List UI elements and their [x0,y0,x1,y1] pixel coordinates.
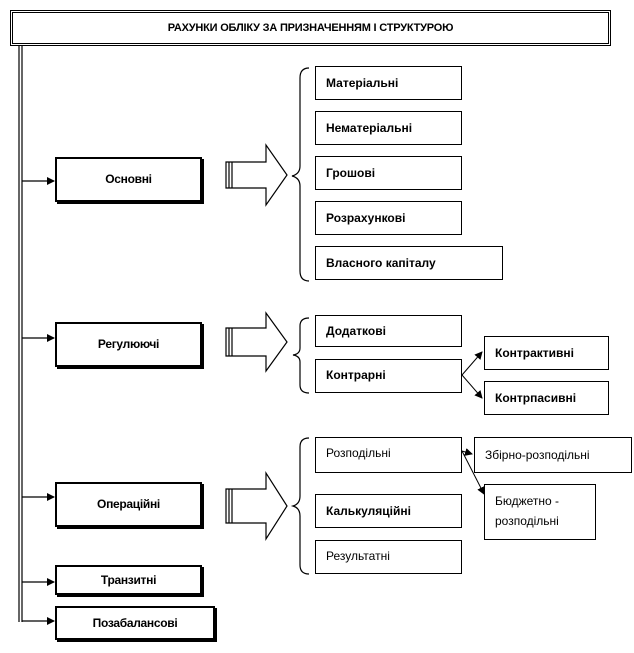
item-monetary: Грошові [315,156,462,190]
item-contra-active: Контрактивні [484,336,609,370]
diagram-title: РАХУНКИ ОБЛІКУ ЗА ПРИЗНАЧЕННЯМ І СТРУКТУ… [10,10,611,46]
curly-braces [290,67,310,575]
category-branches [22,177,55,625]
big-arrow-operational [225,470,288,542]
category-operational: Операційні [55,482,202,527]
item-distributive: Розподільні [315,437,462,473]
branch-arrows [461,351,485,495]
item-costing: Калькуляційні [315,494,462,528]
category-regulating: Регулюючі [55,322,202,367]
big-arrows [225,143,288,542]
brace-operational [290,437,310,575]
item-intangible: Нематеріальні [315,111,462,145]
brace-regulating [292,317,310,394]
big-arrow-regulating [225,311,288,373]
item-additional: Додаткові [315,315,462,347]
item-contrary: Контрарні [315,359,462,393]
category-off-balance: Позабалансові [55,606,215,640]
item-resulting: Результатні [315,540,462,574]
item-material: Матеріальні [315,66,462,100]
item-equity: Власного капіталу [315,246,503,280]
item-settlement: Розрахункові [315,201,462,235]
category-basic: Основні [55,157,202,202]
category-transit: Транзитні [55,565,202,595]
item-collective-distributive: Збірно-розподільні [474,437,632,473]
main-trunk [18,46,23,622]
item-contra-passive: Контрпасивні [484,381,609,415]
big-arrow-basic [225,143,288,207]
item-budget-distributive: Бюджетно - розподільні [484,484,596,540]
brace-basic [291,67,310,282]
